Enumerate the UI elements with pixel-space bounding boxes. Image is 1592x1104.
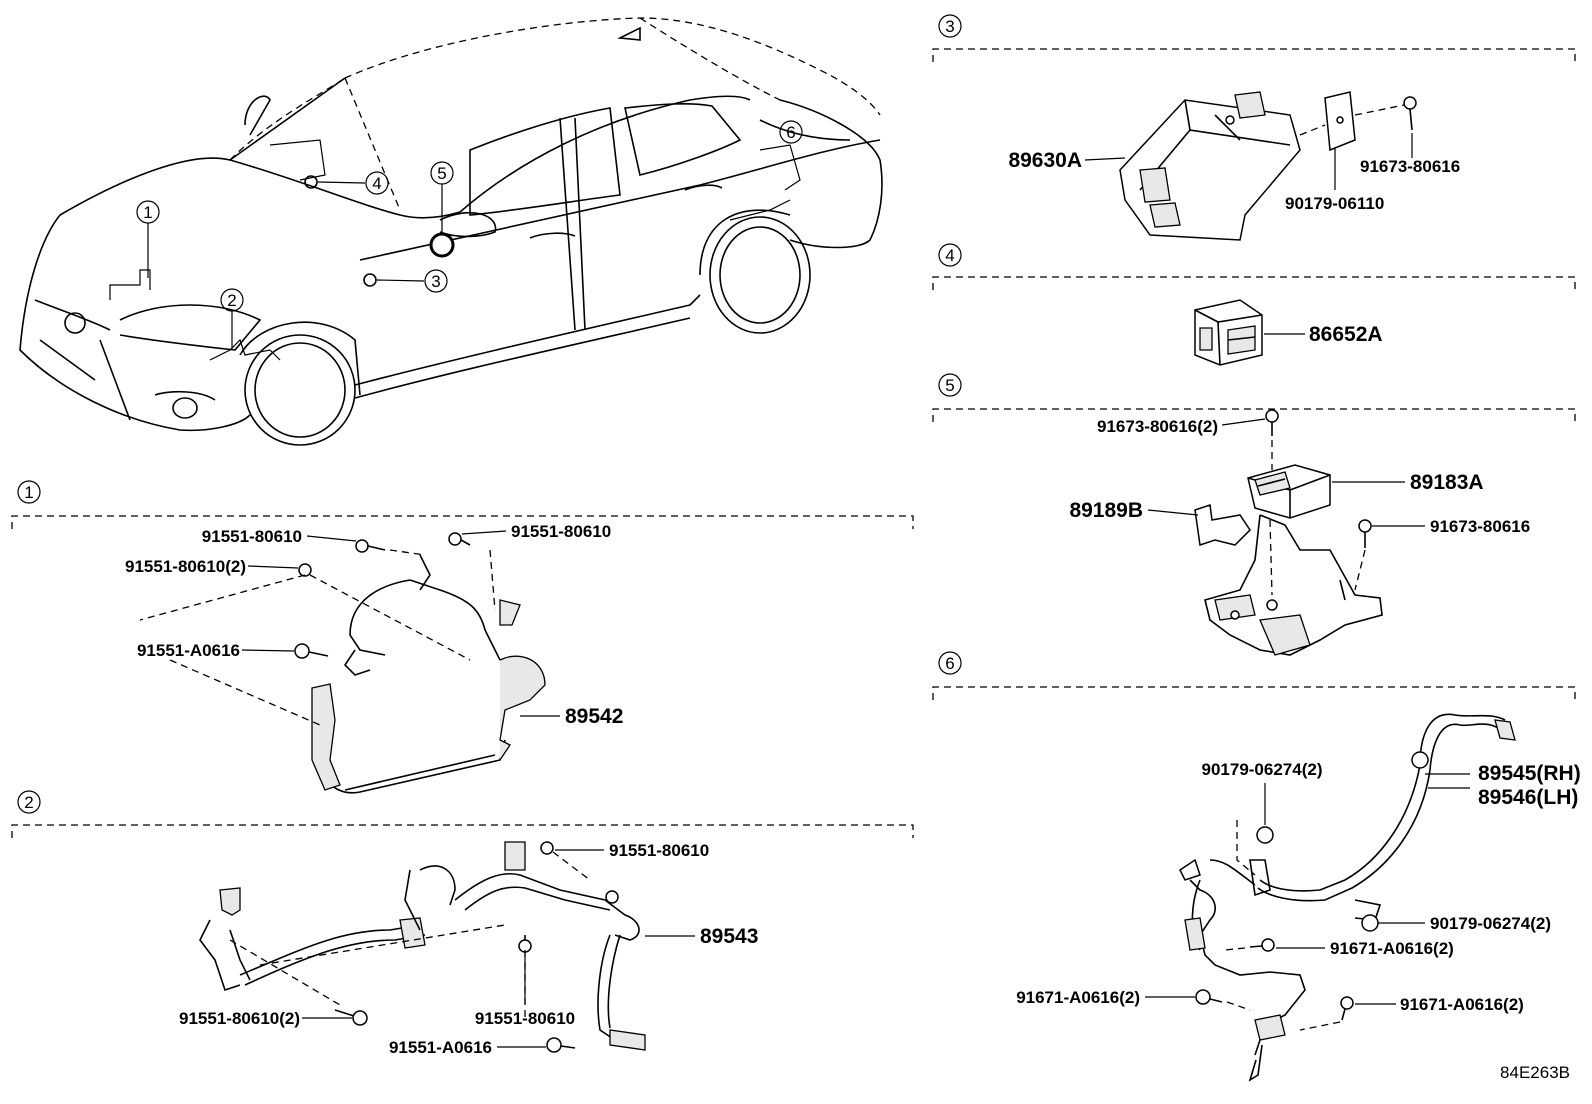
- nut-icon: [1361, 914, 1379, 932]
- svg-text:4: 4: [945, 246, 954, 265]
- callout-3: 3: [363, 269, 448, 293]
- svg-text:2: 2: [227, 291, 236, 310]
- svg-text:3: 3: [945, 17, 954, 36]
- speed-sensor-harness-89542: [311, 554, 546, 794]
- bolt-icon: [334, 1009, 368, 1026]
- part-label: 91551-80610(2): [179, 1009, 300, 1028]
- part-label: 91551-80610: [609, 841, 709, 860]
- bolt-icon: [1403, 96, 1417, 131]
- part-label: 91551-80610: [202, 527, 302, 546]
- bolt-icon: [1195, 989, 1223, 1005]
- section-4: 4 86652A: [932, 243, 1576, 366]
- svg-text:6: 6: [786, 123, 795, 142]
- part-label: 91671-A0616(2): [1016, 988, 1140, 1007]
- svg-text:2: 2: [24, 793, 33, 812]
- part-label: 91673-80616: [1430, 517, 1530, 536]
- bracket-89189B: [1194, 504, 1383, 656]
- section-1: 1: [11, 480, 914, 794]
- nut-icon: [1256, 826, 1274, 844]
- bolt-icon: [1358, 519, 1372, 548]
- part-label: 91551-A0616: [389, 1038, 492, 1057]
- svg-text:6: 6: [945, 654, 954, 673]
- bolt-icon: [448, 532, 471, 546]
- section-6: 6 90179-06274(2) 8954: [932, 651, 1581, 1082]
- part-label: 90179-06274(2): [1430, 914, 1551, 933]
- part-label: 89183A: [1410, 471, 1484, 494]
- bolt-icon: [540, 841, 554, 855]
- part-label: 91673-80616(2): [1097, 417, 1218, 436]
- part-label: 91551-A0616: [137, 641, 240, 660]
- part-label: 90179-06274(2): [1202, 760, 1323, 779]
- sensor-89183A: [1247, 464, 1331, 519]
- callout-2: 2: [220, 288, 244, 350]
- callout-4: 4: [304, 171, 389, 195]
- bolt-icon: [298, 563, 312, 577]
- part-label: 89546(LH): [1478, 786, 1578, 809]
- section-3: 3 89630A 91673-80616 90179-06110: [932, 14, 1576, 241]
- bolt-icon: [1265, 409, 1279, 436]
- svg-text:5: 5: [945, 376, 954, 395]
- part-label: 89545(RH): [1478, 762, 1581, 785]
- part-label: 89542: [565, 705, 623, 728]
- speed-sensor-rear-89545-89546: [1179, 713, 1516, 1082]
- bolt-icon: [1249, 938, 1275, 952]
- svg-text:5: 5: [437, 164, 446, 183]
- bolt-icon: [518, 935, 532, 953]
- part-label: 91671-A0616(2): [1330, 939, 1454, 958]
- svg-text:1: 1: [143, 203, 152, 222]
- bolt-icon: [1340, 996, 1354, 1021]
- speed-sensor-harness-89543: [199, 841, 646, 1051]
- part-label: 89189B: [1069, 499, 1143, 522]
- bolt-icon: [355, 539, 386, 553]
- part-label: 91551-80610: [475, 1009, 575, 1028]
- svg-text:3: 3: [431, 272, 440, 291]
- svg-text:1: 1: [24, 483, 33, 502]
- section-2: 2 91551: [11, 790, 914, 1057]
- callout-1: 1: [136, 200, 160, 278]
- part-label: 86652A: [1309, 323, 1383, 346]
- callout-5: 5: [429, 161, 455, 258]
- part-label: 89543: [700, 925, 758, 948]
- part-label: 91551-80610(2): [125, 557, 246, 576]
- part-label: 91671-A0616(2): [1400, 995, 1524, 1014]
- callout-6: 6: [779, 120, 803, 144]
- bolt-icon: [546, 1037, 576, 1053]
- part-label: 90179-06110: [1285, 194, 1384, 213]
- part-label: 89630A: [1008, 149, 1082, 172]
- control-module-89630A: [1119, 91, 1356, 241]
- switch-86652A: [1194, 299, 1263, 366]
- diagram-id: 84E263B: [1500, 1063, 1570, 1082]
- car-illustration: [19, 17, 883, 446]
- part-label: 91551-80610: [511, 522, 611, 541]
- bolt-icon: [294, 643, 329, 659]
- svg-text:4: 4: [372, 174, 381, 193]
- section-5: 5 91673-80616(: [932, 373, 1576, 656]
- part-label: 91673-80616: [1360, 157, 1460, 176]
